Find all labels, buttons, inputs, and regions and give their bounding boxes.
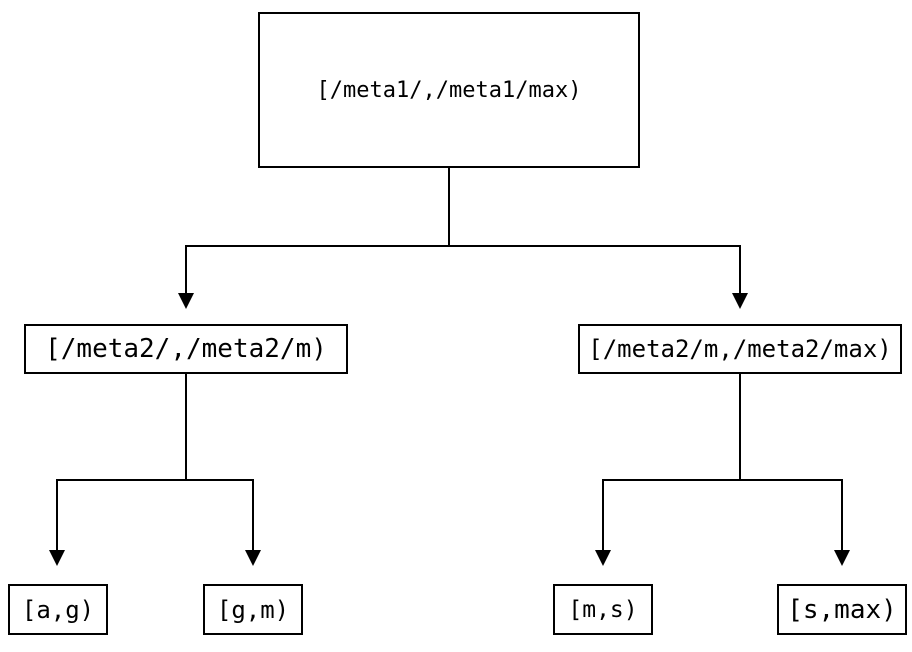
edge-root-to-right-line bbox=[739, 245, 741, 293]
edge-level1-horizontal-line bbox=[185, 245, 741, 247]
node-leaf-m-s: [m,s) bbox=[553, 584, 653, 635]
node-meta2-left-range: [/meta2/,/meta2/m) bbox=[24, 324, 348, 374]
node-leaf-s-max: [s,max) bbox=[777, 584, 907, 635]
arrowhead-down-icon bbox=[834, 550, 850, 566]
node-meta2-right-range: [/meta2/m,/meta2/max) bbox=[578, 324, 902, 374]
edge-root-stem-line bbox=[448, 168, 450, 246]
edge-left-stem-line bbox=[185, 374, 187, 480]
node-leaf-g-m: [g,m) bbox=[203, 584, 303, 635]
edge-right-to-smax-line bbox=[841, 479, 843, 550]
edge-left-to-gm-line bbox=[252, 479, 254, 550]
arrowhead-down-icon bbox=[178, 293, 194, 309]
edge-root-to-left-line bbox=[185, 245, 187, 293]
arrowhead-down-icon bbox=[732, 293, 748, 309]
node-leaf-a-g: [a,g) bbox=[8, 584, 108, 635]
edge-left-to-ag-line bbox=[56, 479, 58, 550]
node-root-meta1-range: [/meta1/,/meta1/max) bbox=[258, 12, 640, 168]
arrowhead-down-icon bbox=[245, 550, 261, 566]
edge-right-stem-line bbox=[739, 374, 741, 480]
arrowhead-down-icon bbox=[49, 550, 65, 566]
edge-right-horizontal-line bbox=[602, 479, 843, 481]
arrowhead-down-icon bbox=[595, 550, 611, 566]
edge-left-horizontal-line bbox=[56, 479, 254, 481]
edge-right-to-ms-line bbox=[602, 479, 604, 550]
